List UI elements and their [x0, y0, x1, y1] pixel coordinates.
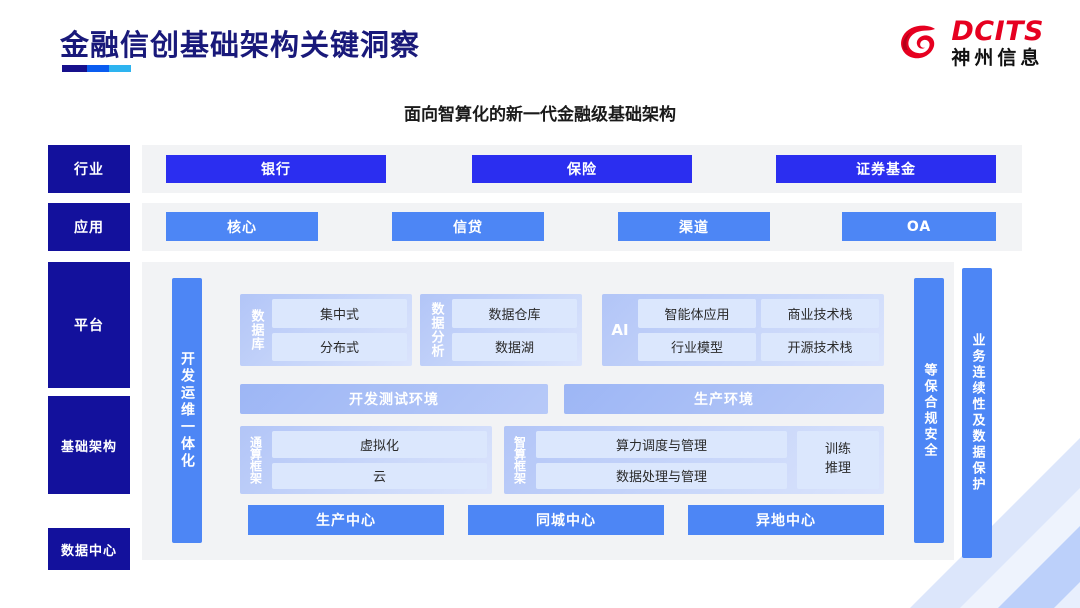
row-label-industry: 行业 — [48, 145, 130, 193]
cell-centralized[interactable]: 集中式 — [272, 299, 407, 328]
industry-item-bank[interactable]: 银行 — [166, 155, 386, 183]
row-label-platform: 平台 — [48, 262, 130, 388]
cell-opensource-tech-stack[interactable]: 开源技术栈 — [761, 332, 879, 361]
industry-item-insurance[interactable]: 保险 — [472, 155, 692, 183]
application-item-oa[interactable]: OA — [842, 212, 996, 241]
data-center-production[interactable]: 生产中心 — [248, 505, 444, 535]
group-title-data-analysis: 数据分析 — [428, 302, 444, 358]
group-data-analysis: 数据分析 数据仓库 数据湖 — [420, 294, 582, 366]
cell-industry-model[interactable]: 行业模型 — [638, 332, 756, 361]
group-database: 数据库 集中式 分布式 — [240, 294, 412, 366]
row-label-data-center: 数据中心 — [48, 528, 130, 570]
subtitle: 面向智算化的新一代金融级基础架构 — [404, 105, 676, 125]
page-title: 金融信创基础架构关键洞察 — [60, 28, 421, 62]
logo-en-text: DCITS — [951, 16, 1044, 47]
cell-data-warehouse[interactable]: 数据仓库 — [452, 299, 577, 328]
group-general-compute-framework: 通算框架 虚拟化 云 — [240, 426, 492, 494]
application-item-credit[interactable]: 信贷 — [392, 212, 544, 241]
application-item-core[interactable]: 核心 — [166, 212, 318, 241]
vbar-devops-integration[interactable]: 开发运维一体化 — [172, 278, 202, 543]
application-item-channel[interactable]: 渠道 — [618, 212, 770, 241]
logo-cn-text: 神州信息 — [951, 47, 1044, 69]
cell-train-inference[interactable]: 训练 推理 — [797, 431, 879, 489]
group-title-general-compute: 通算框架 — [248, 436, 263, 484]
env-bar-dev-test[interactable]: 开发测试环境 — [240, 384, 548, 414]
dcits-swirl-icon — [896, 20, 942, 66]
group-title-ai: AI — [611, 321, 629, 339]
cell-data-lake[interactable]: 数据湖 — [452, 332, 577, 361]
title-underline-rule — [62, 65, 131, 72]
row-label-infrastructure: 基础架构 — [48, 396, 130, 494]
cell-virtualization[interactable]: 虚拟化 — [272, 431, 487, 458]
data-center-same-city[interactable]: 同城中心 — [468, 505, 664, 535]
env-bar-production[interactable]: 生产环境 — [564, 384, 884, 414]
group-intelligent-compute-framework: 智算框架 算力调度与管理 数据处理与管理 训练 推理 — [504, 426, 884, 494]
slide-header: 金融信创基础架构关键洞察 DCITS 神州信息 — [0, 0, 1080, 90]
train-label: 训练 — [824, 442, 851, 458]
cell-data-processing[interactable]: 数据处理与管理 — [536, 462, 787, 489]
vbar-compliance-security[interactable]: 等保合规安全 — [914, 278, 944, 543]
cell-agent-application[interactable]: 智能体应用 — [638, 299, 756, 328]
data-center-remote[interactable]: 异地中心 — [688, 505, 884, 535]
cell-compute-scheduling[interactable]: 算力调度与管理 — [536, 431, 787, 458]
cell-cloud[interactable]: 云 — [272, 462, 487, 489]
inference-label: 推理 — [824, 461, 851, 476]
industry-item-securities-fund[interactable]: 证券基金 — [776, 155, 996, 183]
group-ai: AI 智能体应用 商业技术栈 行业模型 开源技术栈 — [602, 294, 884, 366]
cell-commercial-tech-stack[interactable]: 商业技术栈 — [761, 299, 879, 328]
cell-distributed[interactable]: 分布式 — [272, 332, 407, 361]
group-title-intelligent-compute: 智算框架 — [512, 436, 527, 484]
brand-logo: DCITS 神州信息 — [896, 18, 1044, 68]
vbar-business-continuity-data-protection[interactable]: 业务连续性及数据保护 — [962, 268, 992, 558]
group-title-database: 数据库 — [248, 309, 264, 351]
row-label-application: 应用 — [48, 203, 130, 251]
